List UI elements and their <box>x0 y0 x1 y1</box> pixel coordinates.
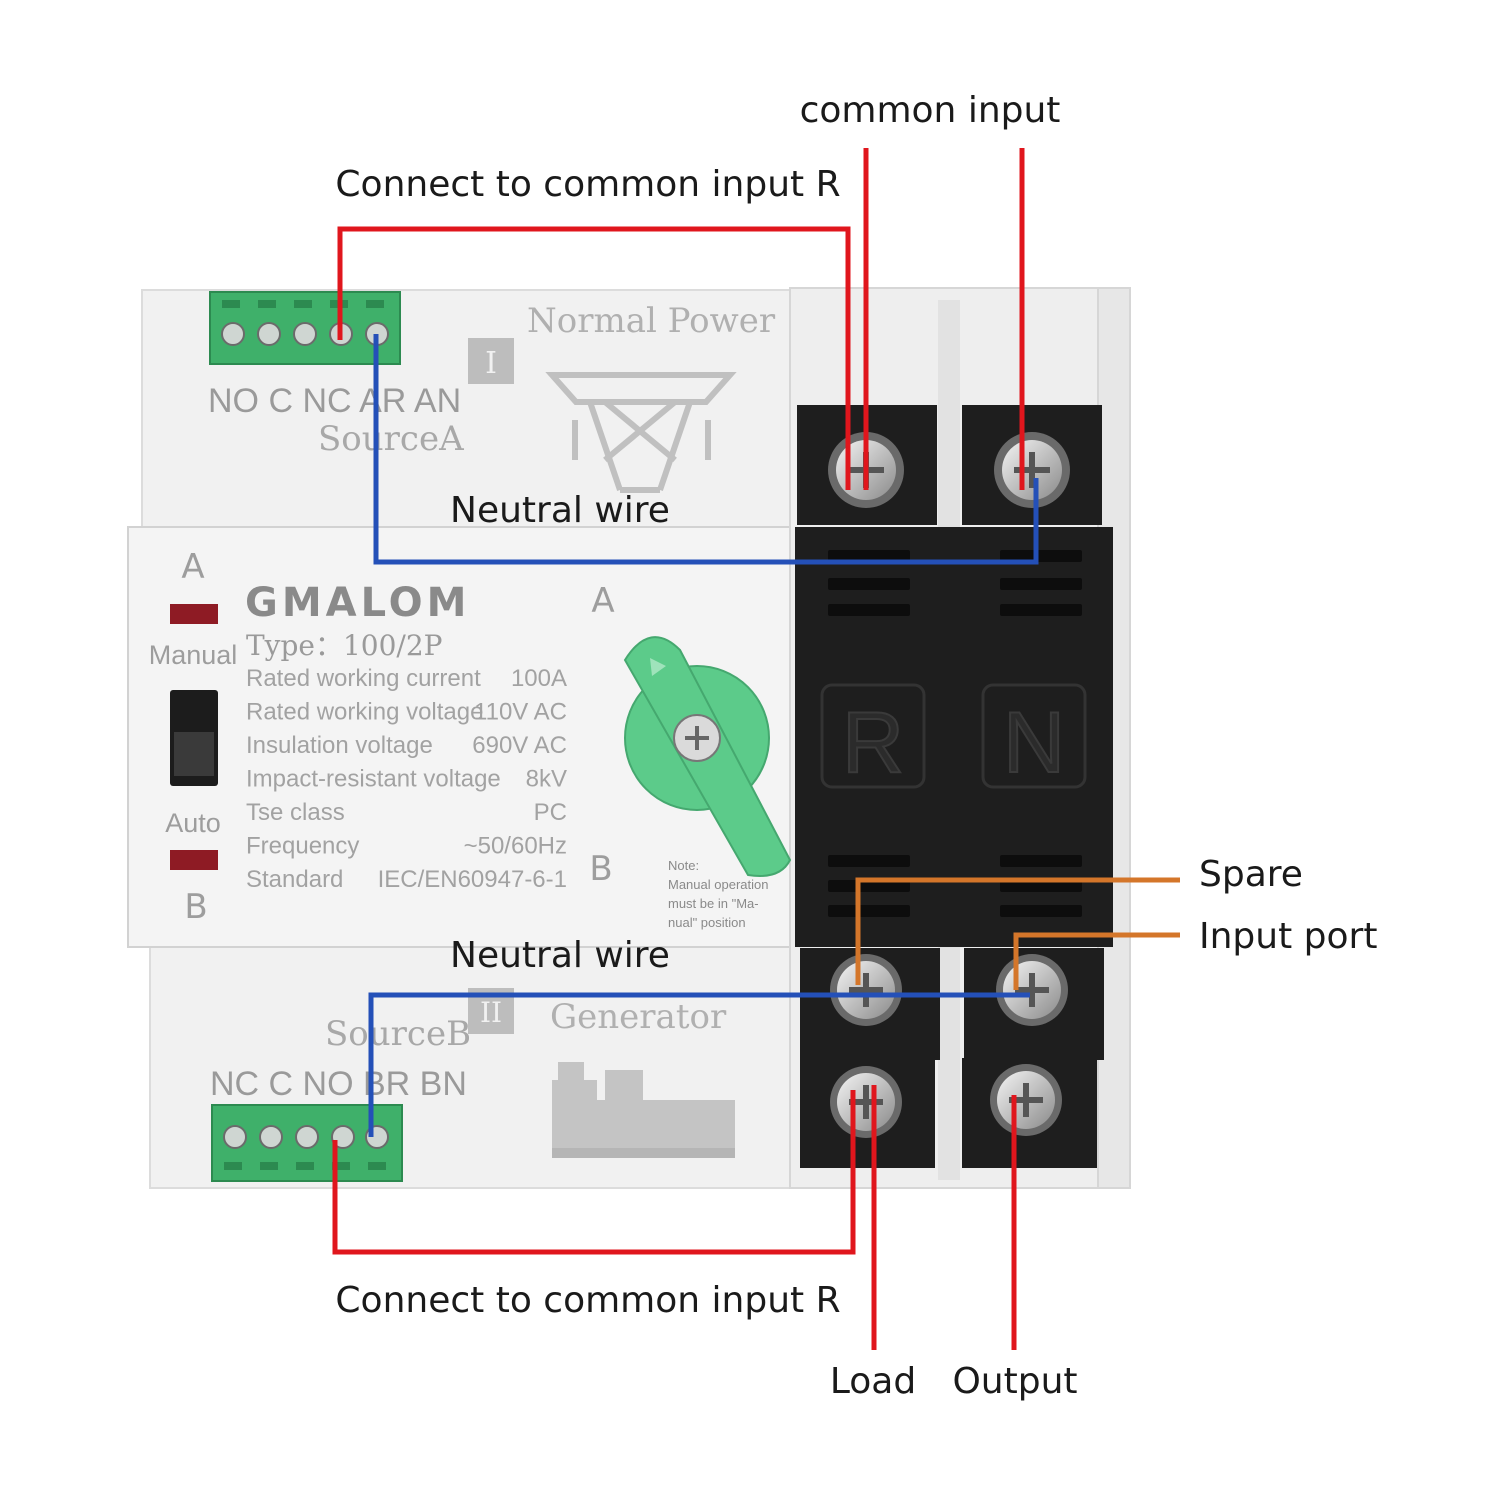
captions: common input Connect to common input R N… <box>335 90 1377 1402</box>
source-b-power-label: Generator <box>550 997 727 1037</box>
spec-value: IEC/EN60947-6-1 <box>378 866 567 893</box>
note-line: must be in "Ma- <box>668 896 759 911</box>
spec-value: 110V AC <box>474 699 567 726</box>
note-line: Note: <box>668 858 699 873</box>
r-terminal-frame <box>820 683 926 789</box>
terminal-block-center <box>795 527 1113 947</box>
spec-value: 100A <box>511 665 567 692</box>
r-terminal-label: R <box>842 695 904 791</box>
control-terminal-block-a <box>209 291 401 365</box>
spec-name: Rated working current <box>246 665 481 692</box>
generator-icon <box>552 1062 735 1158</box>
caption-input-port: Input port <box>1199 916 1377 957</box>
vent-slots-top <box>828 550 1082 616</box>
spec-name: Insulation voltage <box>246 732 433 759</box>
wire-orange-input-port <box>1013 932 1180 990</box>
caption-neutral-top: Neutral wire <box>450 490 670 531</box>
spec-value: PC <box>534 799 567 826</box>
switch-position-b: B <box>589 849 612 889</box>
spec-name: Standard <box>246 866 343 893</box>
wire-blue-neutral-top <box>373 334 1039 565</box>
wires <box>332 148 1180 1350</box>
spec-name: Tse class <box>246 799 345 826</box>
manual-label: Manual <box>149 640 238 670</box>
spec-name: Impact-resistant voltage <box>246 766 501 793</box>
spec-name: Frequency <box>246 833 359 860</box>
caption-common-input: common input <box>800 90 1061 131</box>
rotary-handle[interactable] <box>623 636 792 877</box>
source-b-pin-labels: NC C NO BR BN <box>210 1065 467 1103</box>
caption-connect-bottom: Connect to common input R <box>335 1280 840 1321</box>
screw-icon <box>994 432 1070 508</box>
indicator-b-label: B <box>184 887 207 927</box>
caption-output: Output <box>952 1361 1077 1402</box>
wire-red-top-connect <box>337 226 851 490</box>
mode-selector-slider[interactable] <box>174 732 214 776</box>
auto-label: Auto <box>165 808 221 838</box>
screw-icon <box>990 1064 1062 1136</box>
brand-logo: GMALOM <box>245 580 470 626</box>
source-a-name: SourceA <box>318 419 464 459</box>
source-a-pin-labels: NO C NC AR AN <box>208 382 461 420</box>
screw-icon <box>996 954 1068 1026</box>
source-b-symbol: II <box>480 996 502 1029</box>
caption-connect-top: Connect to common input R <box>335 164 840 205</box>
spec-table: Rated working current 100A Rated working v… <box>246 665 567 893</box>
spec-value: ~50/60Hz <box>464 833 567 860</box>
spec-name: Rated working voltage <box>246 699 483 726</box>
spec-value: 8kV <box>526 766 567 793</box>
screw-icon <box>830 1066 902 1138</box>
source-a-power-label: Normal Power <box>527 301 776 341</box>
wire-orange-spare <box>855 877 1180 985</box>
wire-red-bottom-connect <box>332 1090 856 1255</box>
source-a-symbol: I <box>485 346 497 381</box>
source-a-symbol-box <box>468 338 514 384</box>
indicator-a-label: A <box>181 547 204 587</box>
n-terminal-frame <box>981 683 1087 789</box>
source-b-name: SourceB <box>325 1014 471 1054</box>
caption-spare: Spare <box>1199 854 1303 895</box>
power-tower-icon <box>545 372 737 493</box>
caption-neutral-bottom: Neutral wire <box>450 935 670 976</box>
indicator-a-led <box>170 604 218 624</box>
caption-load: Load <box>830 1361 916 1402</box>
spec-value: 690V AC <box>472 732 567 759</box>
n-terminal-label: N <box>1003 695 1065 791</box>
vent-slots-bottom <box>828 855 1082 917</box>
wire-blue-neutral-bottom <box>368 992 1030 1137</box>
switch-body: R N <box>127 287 1131 1189</box>
note-line: Manual operation <box>668 877 768 892</box>
screw-icon <box>830 954 902 1026</box>
type-label: Type：100/2P <box>246 629 443 662</box>
switch-position-a: A <box>591 581 614 621</box>
control-terminal-block-b <box>211 1104 403 1182</box>
note-line: nual" position <box>668 915 746 930</box>
arrow-right-icon <box>650 658 666 676</box>
indicator-b-led <box>170 850 218 870</box>
manual-note: Note: Manual operation must be in "Ma- n… <box>668 858 768 930</box>
